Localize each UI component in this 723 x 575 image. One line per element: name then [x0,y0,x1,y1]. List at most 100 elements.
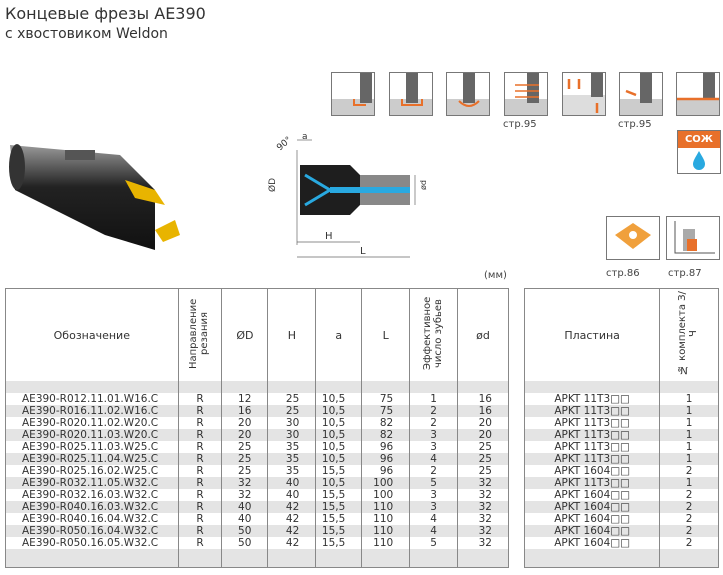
table-cell: 32 [221,489,269,501]
table-cell: AE390-R040.16.04.W32.C [5,513,179,525]
end-mill-table: Обозначение Направление резания ØD H a L… [5,288,509,568]
table-row: APKT 11T3□□1 [523,429,719,441]
table-cell: 3 [409,429,459,441]
table-cell: 82 [361,429,411,441]
dim-angle: 90° [275,135,294,153]
header-a: a [315,288,363,381]
table-cell: APKT 1604□□ [523,525,661,537]
table-cell: 110 [361,501,411,513]
table-cell: 4 [409,453,459,465]
table-cell: 15,5 [315,465,363,477]
dimension-drawing: a 90° ØD ød H L [267,132,428,258]
table-cell: 40 [221,501,269,513]
header-d: ød [457,288,509,381]
table-cell: 32 [457,477,509,489]
table-cell: 2 [659,501,719,513]
table-cell: APKT 11T3□□ [523,453,661,465]
header-cut-direction: Направление резания [188,298,211,369]
table-cell: 2 [659,513,719,525]
table-cell: 42 [267,513,317,525]
table-cell: R [177,501,223,513]
table-cell: AE390-R025.11.04.W25.C [5,453,179,465]
table-cell: 42 [267,537,317,549]
table-cell: 40 [267,489,317,501]
table-cell: 30 [267,417,317,429]
header-L: L [361,288,411,381]
table-cell: 96 [361,441,411,453]
table-cell: R [177,465,223,477]
table-cell: 25 [221,453,269,465]
table-cell: 3 [409,489,459,501]
table-row: APKT 1604□□2 [523,513,719,525]
helical-interpolation-icon [504,72,548,116]
table-cell: 2 [659,537,719,549]
table-cell: 20 [457,417,509,429]
table-cell: 75 [361,405,411,417]
table-cell: APKT 11T3□□ [523,429,661,441]
units-label: (мм) [484,270,507,281]
table-cell: 100 [361,489,411,501]
table-cell: AE390-R012.11.01.W16.C [5,393,179,405]
end-mill-photo [9,144,180,250]
table-cell: 50 [221,537,269,549]
table-cell: 1 [659,453,719,465]
table-cell: APKT 11T3□□ [523,393,661,405]
table-cell: AE390-R020.11.02.W20.C [5,417,179,429]
table-cell: 15,5 [315,537,363,549]
table-cell: 25 [457,441,509,453]
table-cell: 32 [457,501,509,513]
header-H: H [267,288,317,381]
table-cell: AE390-R025.16.02.W25.C [5,465,179,477]
table-cell: R [177,405,223,417]
insert-page-ref: стр.86 [606,268,640,279]
table-cell: R [177,453,223,465]
table-cell: 32 [457,525,509,537]
page-title: Концевые фрезы AE390 [5,4,206,23]
table-cell: AE390-R025.11.03.W25.C [5,441,179,453]
table-cell: 42 [267,501,317,513]
table-cell: 110 [361,525,411,537]
table-cell: 16 [457,393,509,405]
face-milling-icon [676,72,720,116]
cutting-page-ref: стр.87 [668,268,702,279]
table-cell: AE390-R032.16.03.W32.C [5,489,179,501]
table-cell: 2 [409,417,459,429]
table-cell: 10,5 [315,429,363,441]
table-cell: 15,5 [315,513,363,525]
table-cell: 25 [267,393,317,405]
table-cell: 10,5 [315,477,363,489]
table-cell: 4 [409,525,459,537]
page-subtitle: с хвостовиком Weldon [5,26,168,42]
table-cell: APKT 1604□□ [523,465,661,477]
table-cell: AE390-R032.11.05.W32.C [5,477,179,489]
table-cell: APKT 11T3□□ [523,417,661,429]
ramping-page-ref: стр.95 [618,119,652,130]
coolant-drop-icon [693,151,705,170]
dim-d: ød [419,180,428,190]
table-cell: AE390-R050.16.04.W32.C [5,525,179,537]
table-cell: 100 [361,477,411,489]
table-cell: 2 [409,465,459,477]
table-row: APKT 11T3□□1 [523,393,719,405]
table-cell: 42 [267,525,317,537]
coolant-badge: СОЖ [677,130,721,174]
insert-icon [606,216,660,260]
table-cell: R [177,393,223,405]
table-cell: 50 [221,525,269,537]
table-cell: 10,5 [315,453,363,465]
shoulder-milling-icon [331,72,375,116]
table-cell: 1 [659,441,719,453]
table-cell: 10,5 [315,393,363,405]
table-cell: R [177,513,223,525]
table-cell: 1 [659,477,719,489]
table-cell: 1 [659,405,719,417]
table-cell: 40 [267,477,317,489]
